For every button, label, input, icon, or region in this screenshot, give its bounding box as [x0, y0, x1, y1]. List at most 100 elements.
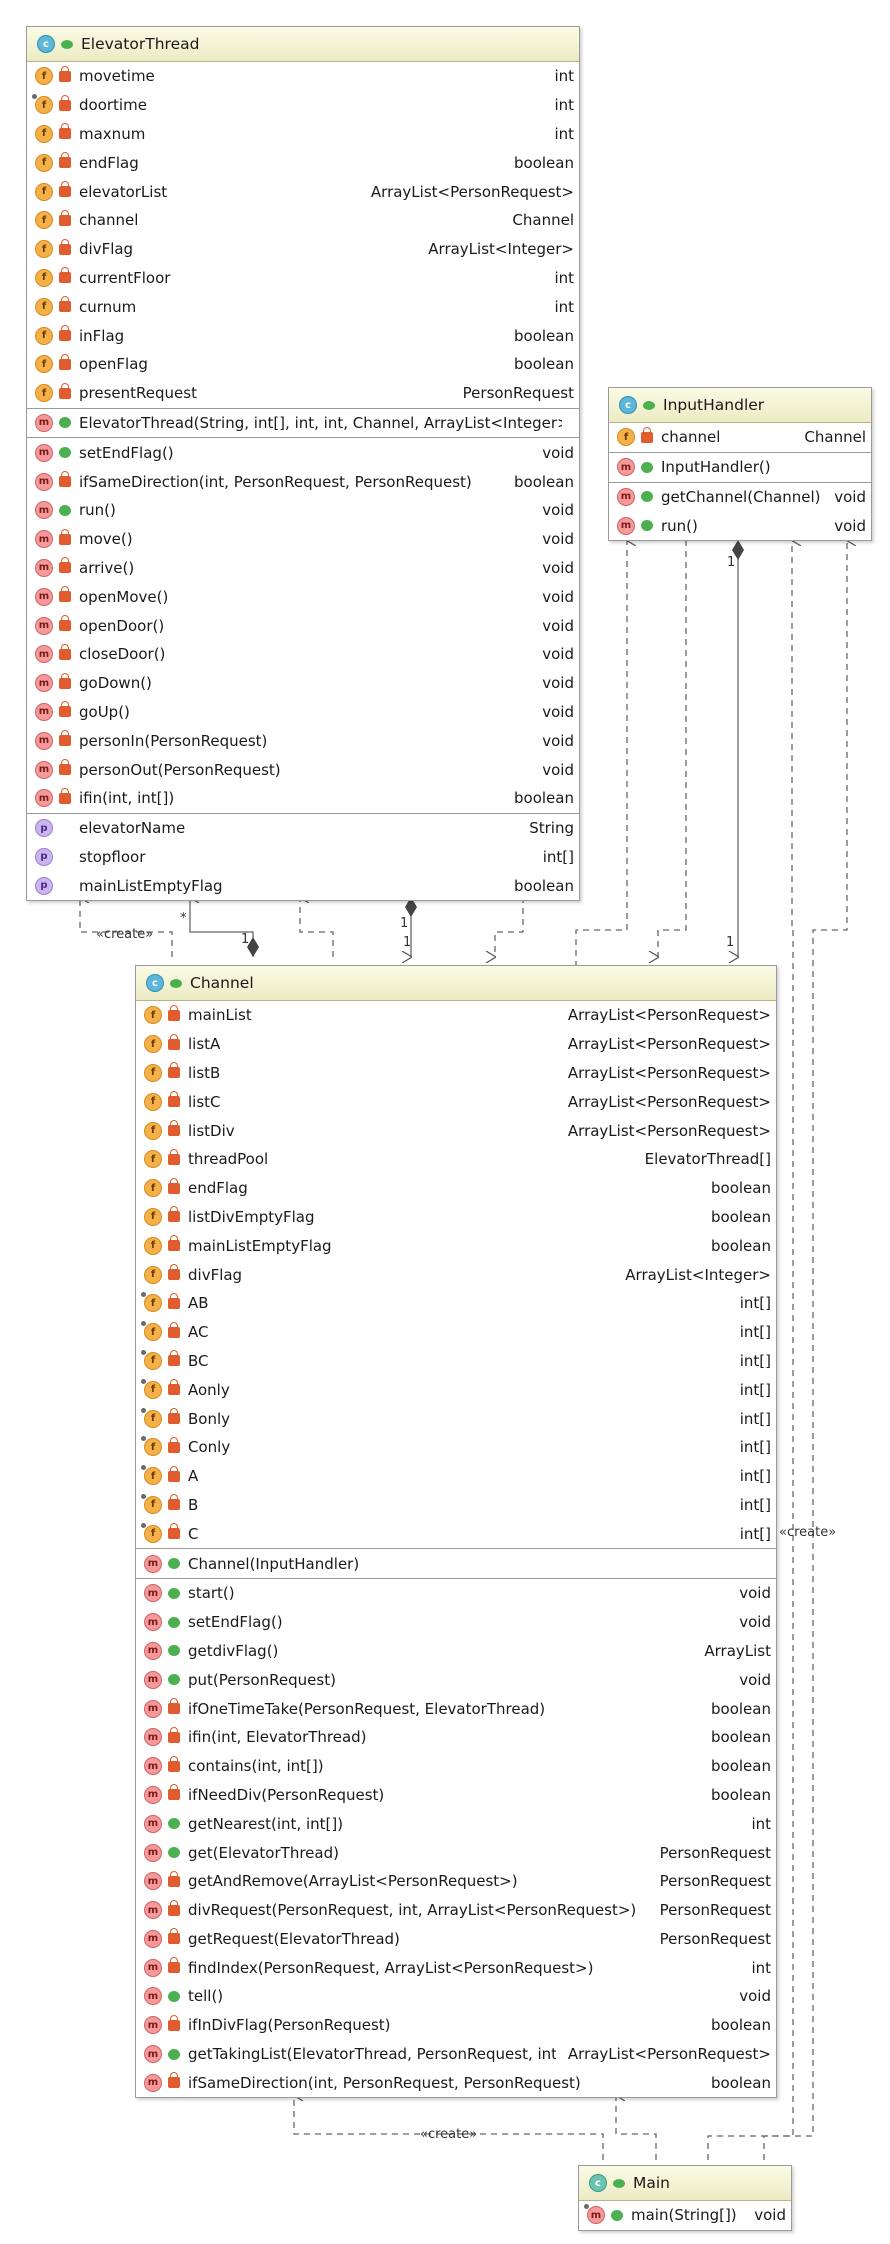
- private-visibility-icon: [59, 209, 71, 226]
- private-visibility-icon: [59, 759, 71, 776]
- private-visibility-icon: [59, 701, 71, 718]
- multiplicity-1c: 1: [403, 935, 412, 950]
- member-type: void: [542, 702, 574, 721]
- field-icon: f: [35, 355, 53, 374]
- field-icon: f: [144, 1121, 162, 1140]
- member-name: personOut(PersonRequest): [79, 760, 281, 779]
- member-name: divFlag: [79, 240, 134, 259]
- method-icon: m: [144, 1958, 162, 1977]
- member-name: Bonly: [188, 1409, 231, 1428]
- member-type: ArrayList<PersonRequest>: [567, 1063, 771, 1082]
- private-visibility-icon: [168, 1033, 180, 1050]
- member-type: int: [554, 124, 574, 143]
- member-type: ArrayList<PersonRequest>: [567, 1092, 771, 1111]
- method-icon: m: [35, 789, 53, 808]
- dep-channel-input-1: [575, 540, 627, 967]
- class-header: c Channel: [136, 966, 776, 1001]
- multiplicity-1d: 1: [727, 555, 736, 570]
- member-name: presentRequest: [79, 384, 197, 403]
- diamond-elevator-channel: [405, 897, 417, 917]
- member-name: listB: [188, 1063, 221, 1082]
